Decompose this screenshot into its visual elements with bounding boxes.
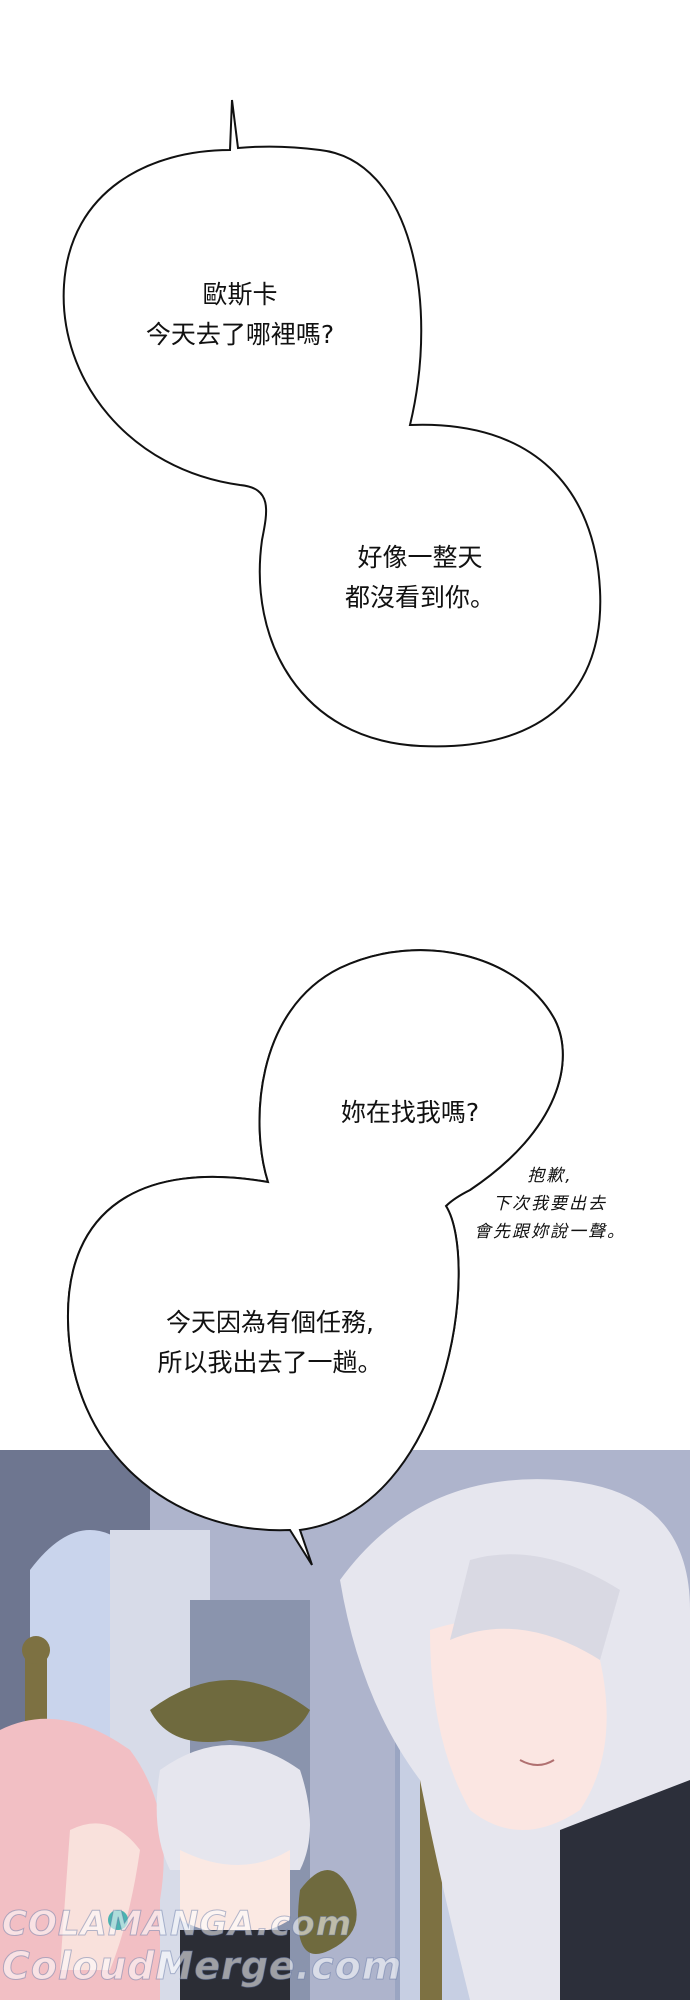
aside-line-2: 下次我要出去 xyxy=(493,1194,607,1214)
bubble-4-text: 今天因為有個任務, 所以我出去了一趟。 xyxy=(100,1303,440,1383)
bubble-1-line-2: 今天去了哪裡嗎? xyxy=(145,320,335,349)
bubble-2-line-2: 都沒看到你。 xyxy=(344,583,495,612)
bubble-1-line-1: 歐斯卡 xyxy=(202,280,278,309)
watermark-line-2: ColoudMerge.com xyxy=(1,1944,403,1989)
speech-bubble-top xyxy=(62,99,602,748)
bubble-3-line-1: 妳在找我嗎? xyxy=(340,1098,480,1127)
watermark: COLAMANGA.com ColoudMerge.com xyxy=(1,1904,422,1990)
bubble-4-line-1: 今天因為有個任務, xyxy=(166,1308,374,1337)
bubble-2-text: 好像一整天 都沒看到你。 xyxy=(300,538,540,618)
speech-bubbles-layer xyxy=(62,99,602,1566)
aside-text: 抱歉, 下次我要出去 會先跟妳說一聲。 xyxy=(450,1162,650,1246)
bubble-1-text: 歐斯卡 今天去了哪裡嗎? xyxy=(100,275,380,355)
aside-line-1: 抱歉, xyxy=(527,1166,573,1186)
watermark-line-1: COLAMANGA.com xyxy=(1,1904,353,1945)
bubble-3-text: 妳在找我嗎? xyxy=(300,1093,520,1133)
aside-line-3: 會先跟妳說一聲。 xyxy=(474,1222,626,1242)
bubble-4-line-2: 所以我出去了一趟。 xyxy=(157,1348,383,1377)
bubble-2-line-1: 好像一整天 xyxy=(357,543,483,572)
